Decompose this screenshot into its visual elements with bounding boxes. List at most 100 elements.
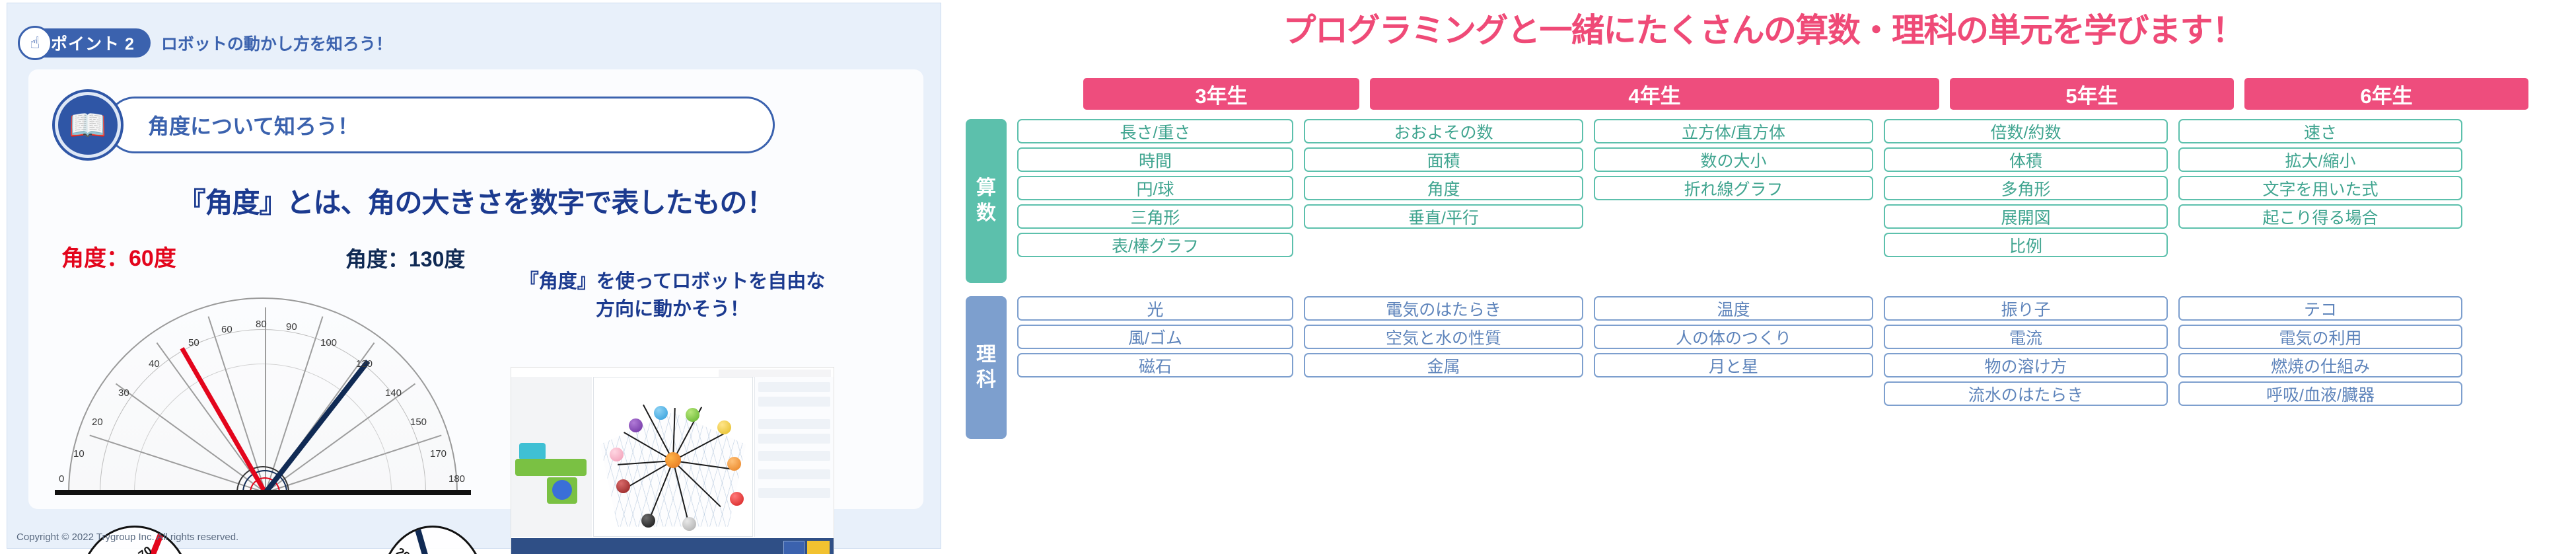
robot-text-line-1: 『角度』を使ってロボットを自由な bbox=[519, 271, 826, 292]
unit-item: 温度 bbox=[1594, 296, 1873, 321]
math-col-grade3: 長さ/重さ 時間 円/球 三角形 表/棒グラフ bbox=[1017, 119, 1293, 257]
science-columns: 光 風/ゴム 磁石 電気のはたらき 空気と水の性質 金属 温度 人の体のつくり … bbox=[1017, 296, 2561, 406]
unit-item: テコ bbox=[2178, 296, 2462, 321]
app-panel-row bbox=[758, 469, 830, 479]
math-col-grade4-a: おおよその数 面積 角度 垂直/平行 bbox=[1304, 119, 1583, 257]
slide-headline: 『角度』とは、角の大きさを数字で表したもの！ bbox=[178, 187, 774, 218]
page-title: プログラミングと一緒にたくさんの算数・理科の単元を学びます！ bbox=[1283, 12, 2246, 49]
slide-card: 📖 角度について知ろう！ 『角度』とは、角の大きさを数字で表したもの！ 角度：6… bbox=[28, 69, 923, 554]
unit-item: 空気と水の性質 bbox=[1304, 325, 1583, 349]
unit-item: 立方体/直方体 bbox=[1594, 119, 1873, 143]
stage-ball bbox=[717, 420, 732, 434]
pointing-hand-icon: ☝ bbox=[18, 26, 52, 60]
subject-tab-math-char-2: 数 bbox=[976, 202, 996, 224]
unit-item: 振り子 bbox=[1884, 296, 2168, 321]
app-panel-row bbox=[758, 382, 830, 392]
stage-ball bbox=[682, 517, 697, 532]
magnifier-navy-line bbox=[411, 528, 460, 554]
grade-header-5: 5年生 bbox=[1950, 78, 2234, 110]
protractor-number: 140 bbox=[385, 387, 402, 399]
robot-app-screenshot bbox=[511, 367, 834, 554]
lesson-slide-panel: ☝ ポイント 2 ロボットの動かし方を知ろう！ 📖 角度について知ろう！ 『角度… bbox=[0, 0, 951, 554]
app-panel-row bbox=[758, 434, 830, 444]
math-col-grade4-b: 立方体/直方体 数の大小 折れ線グラフ bbox=[1594, 119, 1873, 257]
unit-item: 時間 bbox=[1017, 147, 1293, 172]
subject-tab-science-char-2: 科 bbox=[976, 369, 996, 391]
unit-item: 垂直/平行 bbox=[1304, 204, 1583, 229]
unit-item: 速さ bbox=[2178, 119, 2462, 143]
topic-pill: 角度について知ろう！ bbox=[106, 97, 775, 153]
app-panel-row bbox=[758, 451, 830, 461]
unit-item: 磁石 bbox=[1017, 353, 1293, 377]
robot-direction-text: 『角度』を使ってロボットを自由な 方向に動かそう！ bbox=[517, 268, 828, 323]
subject-row-science: 理 科 光 風/ゴム 磁石 電気のはたらき 空気と水の性質 金属 温度 人の体の… bbox=[966, 296, 2561, 439]
unit-item: 展開図 bbox=[1884, 204, 2168, 229]
app-panel-row bbox=[758, 397, 830, 407]
angle-left-label: 角度：60度 bbox=[61, 246, 176, 271]
stage-ball bbox=[654, 406, 668, 420]
lesson-slide: ☝ ポイント 2 ロボットの動かし方を知ろう！ 📖 角度について知ろう！ 『角度… bbox=[7, 3, 941, 554]
subject-tab-science: 理 科 bbox=[966, 296, 1007, 439]
subject-row-math: 算 数 長さ/重さ 時間 円/球 三角形 表/棒グラフ おおよその数 面積 角度… bbox=[966, 119, 2561, 283]
grade-header-4: 4年生 bbox=[1370, 78, 1939, 110]
unit-item: 文字を用いた式 bbox=[2178, 176, 2462, 200]
unit-item: 表/棒グラフ bbox=[1017, 233, 1293, 257]
angle-right-label: 角度：130度 bbox=[345, 247, 466, 271]
unit-item: 長さ/重さ bbox=[1017, 119, 1293, 143]
unit-item: 面積 bbox=[1304, 147, 1583, 172]
stage-ball bbox=[616, 479, 630, 493]
protractor-baseline bbox=[55, 490, 471, 495]
unit-item: 円/球 bbox=[1017, 176, 1293, 200]
unit-item: 金属 bbox=[1304, 353, 1583, 377]
unit-item: 拡大/縮小 bbox=[2178, 147, 2462, 172]
app-panel-row bbox=[758, 488, 830, 498]
unit-item: 燃焼の仕組み bbox=[2178, 353, 2462, 377]
protractor-number: 90 bbox=[286, 321, 297, 333]
unit-item: 人の体のつくり bbox=[1594, 325, 1873, 349]
stage-ball bbox=[628, 418, 643, 433]
program-block-move bbox=[515, 459, 587, 476]
point-header: ☝ ポイント 2 ロボットの動かし方を知ろう！ bbox=[18, 26, 392, 60]
robot-hub bbox=[665, 452, 681, 468]
subject-tab-science-char-1: 理 bbox=[976, 343, 996, 366]
unit-item: 角度 bbox=[1304, 176, 1583, 200]
unit-item: 電流 bbox=[1884, 325, 2168, 349]
science-col-grade4-b: 温度 人の体のつくり 月と星 bbox=[1594, 296, 1873, 406]
topic-header: 📖 角度について知ろう！ bbox=[55, 88, 775, 162]
stage-ball bbox=[641, 514, 655, 528]
protractor-number: 50 bbox=[188, 337, 199, 348]
protractor-number: 100 bbox=[320, 337, 338, 348]
copyright-text: Copyright © 2022 Trygroup Inc. All right… bbox=[17, 532, 239, 543]
point-subtitle: ロボットの動かし方を知ろう！ bbox=[161, 35, 392, 54]
unit-item: 数の大小 bbox=[1594, 147, 1873, 172]
stage-ball bbox=[610, 447, 624, 461]
unit-item: 起こり得る場合 bbox=[2178, 204, 2462, 229]
protractor-number: 60 bbox=[221, 324, 233, 335]
unit-item: 電気の利用 bbox=[2178, 325, 2462, 349]
grade-header-6: 6年生 bbox=[2244, 78, 2528, 110]
protractor-figure: 0 10 20 30 40 50 60 80 90 100 120 140 15… bbox=[48, 297, 485, 554]
unit-item: 月と星 bbox=[1594, 353, 1873, 377]
unit-item: 電気のはたらき bbox=[1304, 296, 1583, 321]
robot-text-line-2: 方向に動かそう！ bbox=[595, 299, 749, 321]
stage-ball bbox=[727, 457, 741, 471]
unit-item: おおよその数 bbox=[1304, 119, 1583, 143]
app-stage bbox=[593, 377, 753, 537]
unit-item: 呼吸/血液/臓器 bbox=[2178, 381, 2462, 406]
app-block-palette bbox=[511, 377, 592, 537]
app-panel-row bbox=[758, 419, 830, 429]
math-col-grade6: 速さ 拡大/縮小 文字を用いた式 起こり得る場合 bbox=[2178, 119, 2462, 257]
protractor-number: 180 bbox=[448, 473, 466, 485]
protractor-number: 120 bbox=[356, 358, 373, 370]
app-footer-next-button[interactable] bbox=[807, 541, 830, 554]
protractor-number: 30 bbox=[118, 387, 129, 399]
grade-header-3: 3年生 bbox=[1083, 78, 1359, 110]
app-toolbar bbox=[719, 370, 831, 377]
protractor-number: 80 bbox=[256, 319, 267, 330]
app-side-panel bbox=[754, 377, 834, 537]
unit-item: 多角形 bbox=[1884, 176, 2168, 200]
app-footer-back-button[interactable] bbox=[783, 541, 805, 554]
unit-item: 折れ線グラフ bbox=[1594, 176, 1873, 200]
protractor-number: 20 bbox=[92, 416, 103, 428]
